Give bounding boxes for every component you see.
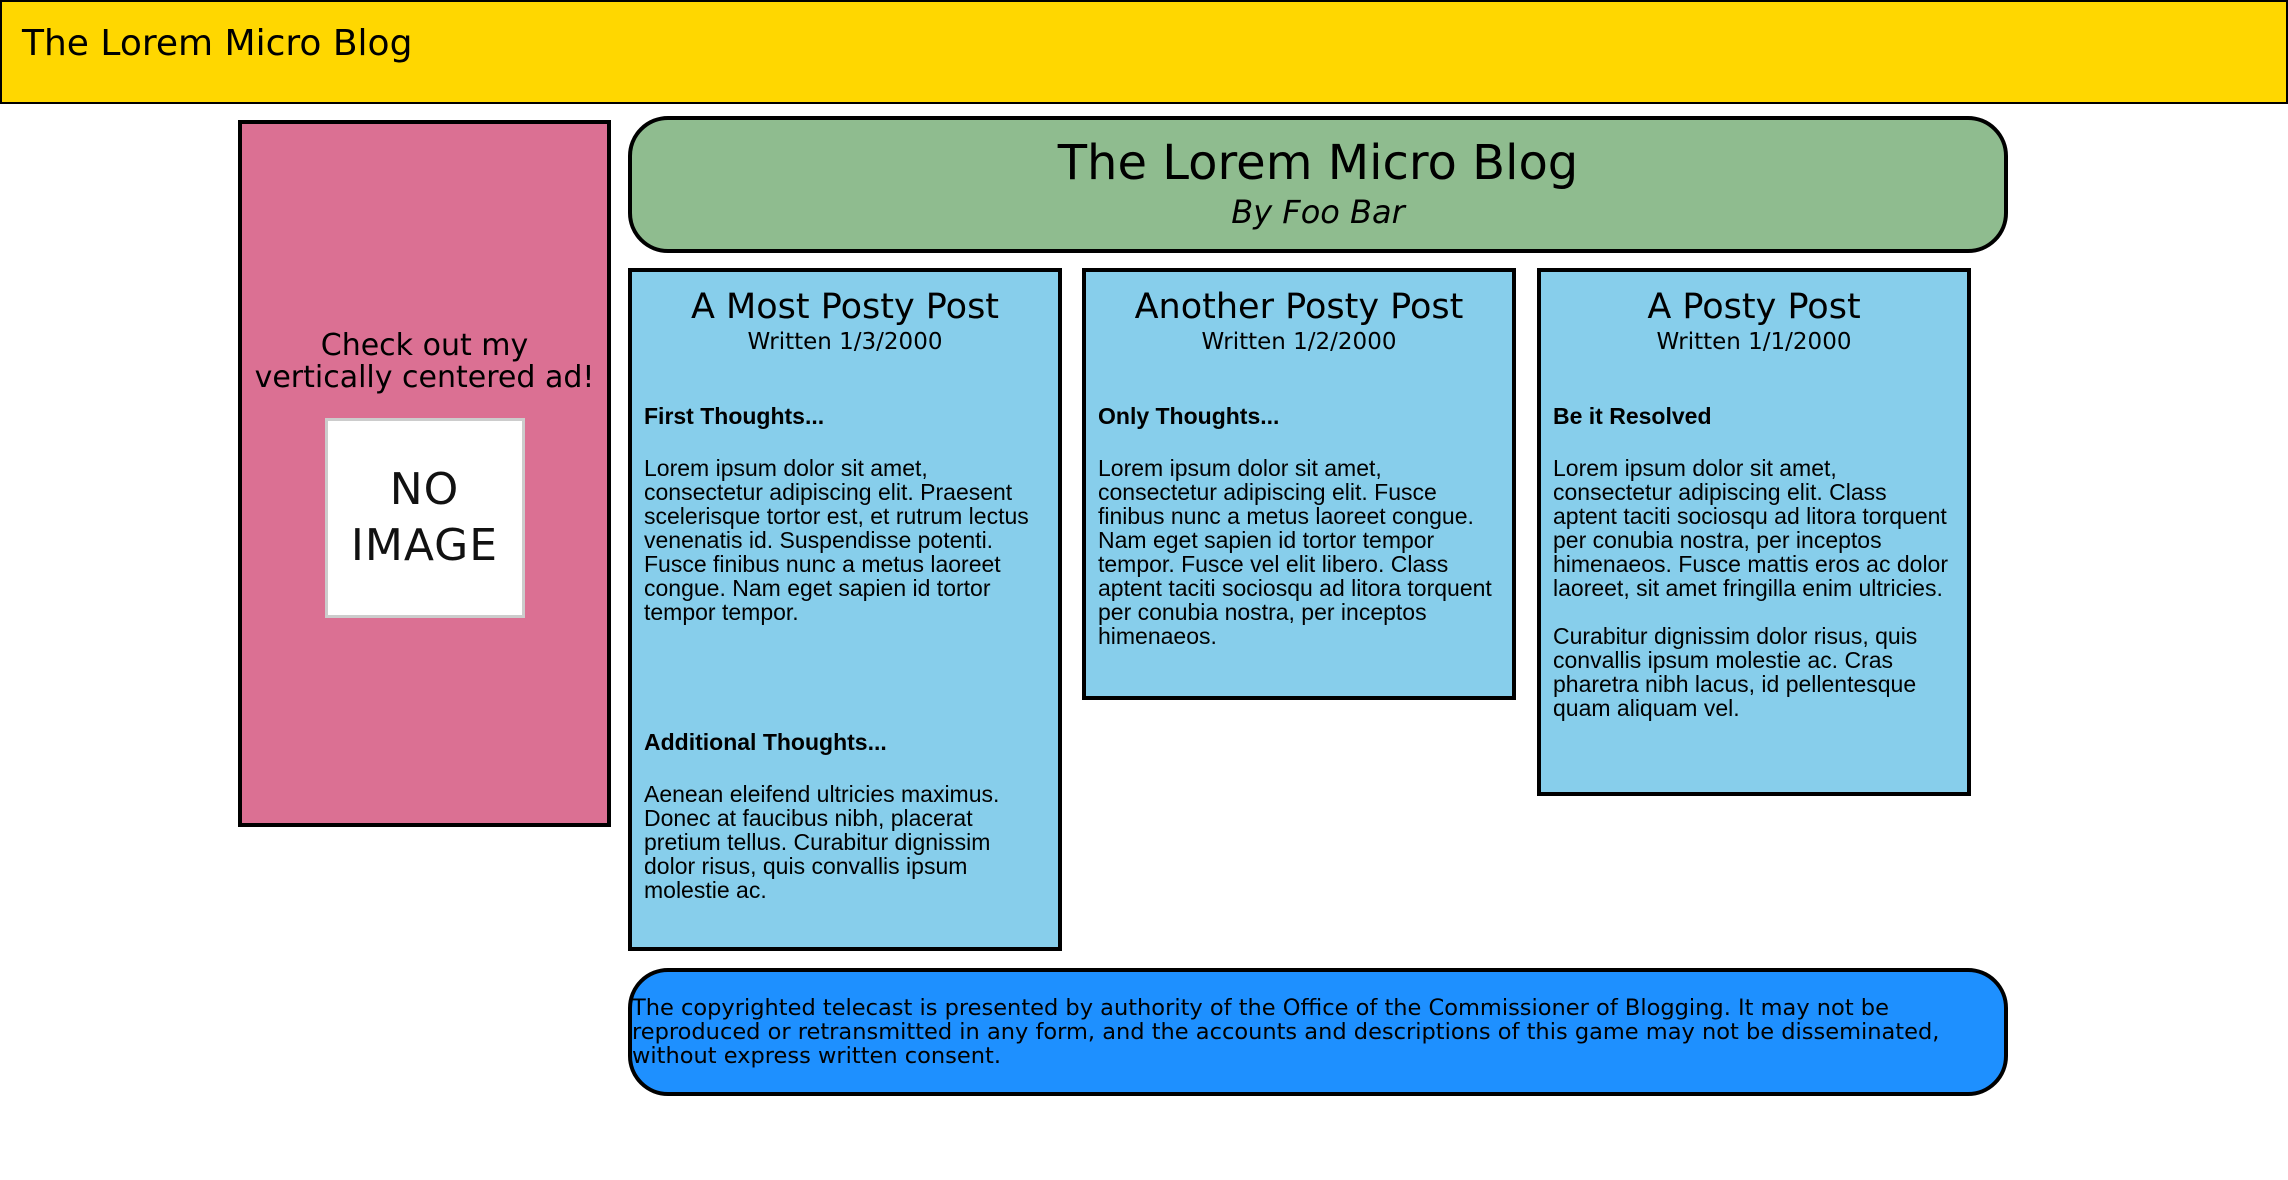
ad-panel: Check out my vertically centered ad! NO …	[238, 120, 611, 827]
ad-image-text-line1: NO	[389, 463, 460, 515]
post-section-heading: Only Thoughts...	[1098, 403, 1280, 429]
post-section-body: Aenean eleifend ultricies maximus. Donec…	[644, 781, 1000, 903]
post-section-body: Lorem ipsum dolor sit amet, consectetur …	[1098, 455, 1492, 649]
site-title: The Lorem Micro Blog	[22, 23, 413, 64]
post-section-heading: Additional Thoughts...	[644, 729, 887, 755]
top-bar: The Lorem Micro Blog	[0, 0, 2288, 104]
footer: The copyrighted telecast is presented by…	[628, 968, 2008, 1096]
post-section-body: Lorem ipsum dolor sit amet, consectetur …	[1553, 455, 1949, 601]
ad-image-placeholder[interactable]: NO IMAGE	[324, 417, 525, 618]
post-section-body: Lorem ipsum dolor sit amet, consectetur …	[644, 455, 1029, 625]
post-section-body-continued: Curabitur dignissim dolor risus, quis co…	[1553, 623, 1918, 721]
post-card: A Posty Post Written 1/1/2000 Be it Reso…	[1537, 268, 1971, 796]
post-section-heading: First Thoughts...	[644, 403, 825, 429]
post-date: Written 1/1/2000	[1656, 329, 1852, 355]
blog-header: The Lorem Micro Blog By Foo Bar	[628, 116, 2008, 253]
ad-image-text-line2: IMAGE	[350, 519, 499, 571]
post-card: A Most Posty Post Written 1/3/2000 First…	[628, 268, 1062, 951]
post-title: A Posty Post	[1647, 287, 1861, 327]
post-title: Another Posty Post	[1134, 287, 1464, 327]
footer-copyright-text: The copyrighted telecast is presented by…	[632, 995, 1940, 1069]
post-date: Written 1/3/2000	[747, 329, 943, 355]
blog-title: The Lorem Micro Blog	[1057, 135, 1579, 191]
post-date: Written 1/2/2000	[1201, 329, 1397, 355]
ad-text: Check out my vertically centered ad!	[254, 327, 595, 395]
post-card: Another Posty Post Written 1/2/2000 Only…	[1082, 268, 1516, 700]
blog-author: By Foo Bar	[1231, 193, 1405, 231]
post-title: A Most Posty Post	[690, 287, 1000, 327]
post-section-heading: Be it Resolved	[1553, 403, 1712, 429]
